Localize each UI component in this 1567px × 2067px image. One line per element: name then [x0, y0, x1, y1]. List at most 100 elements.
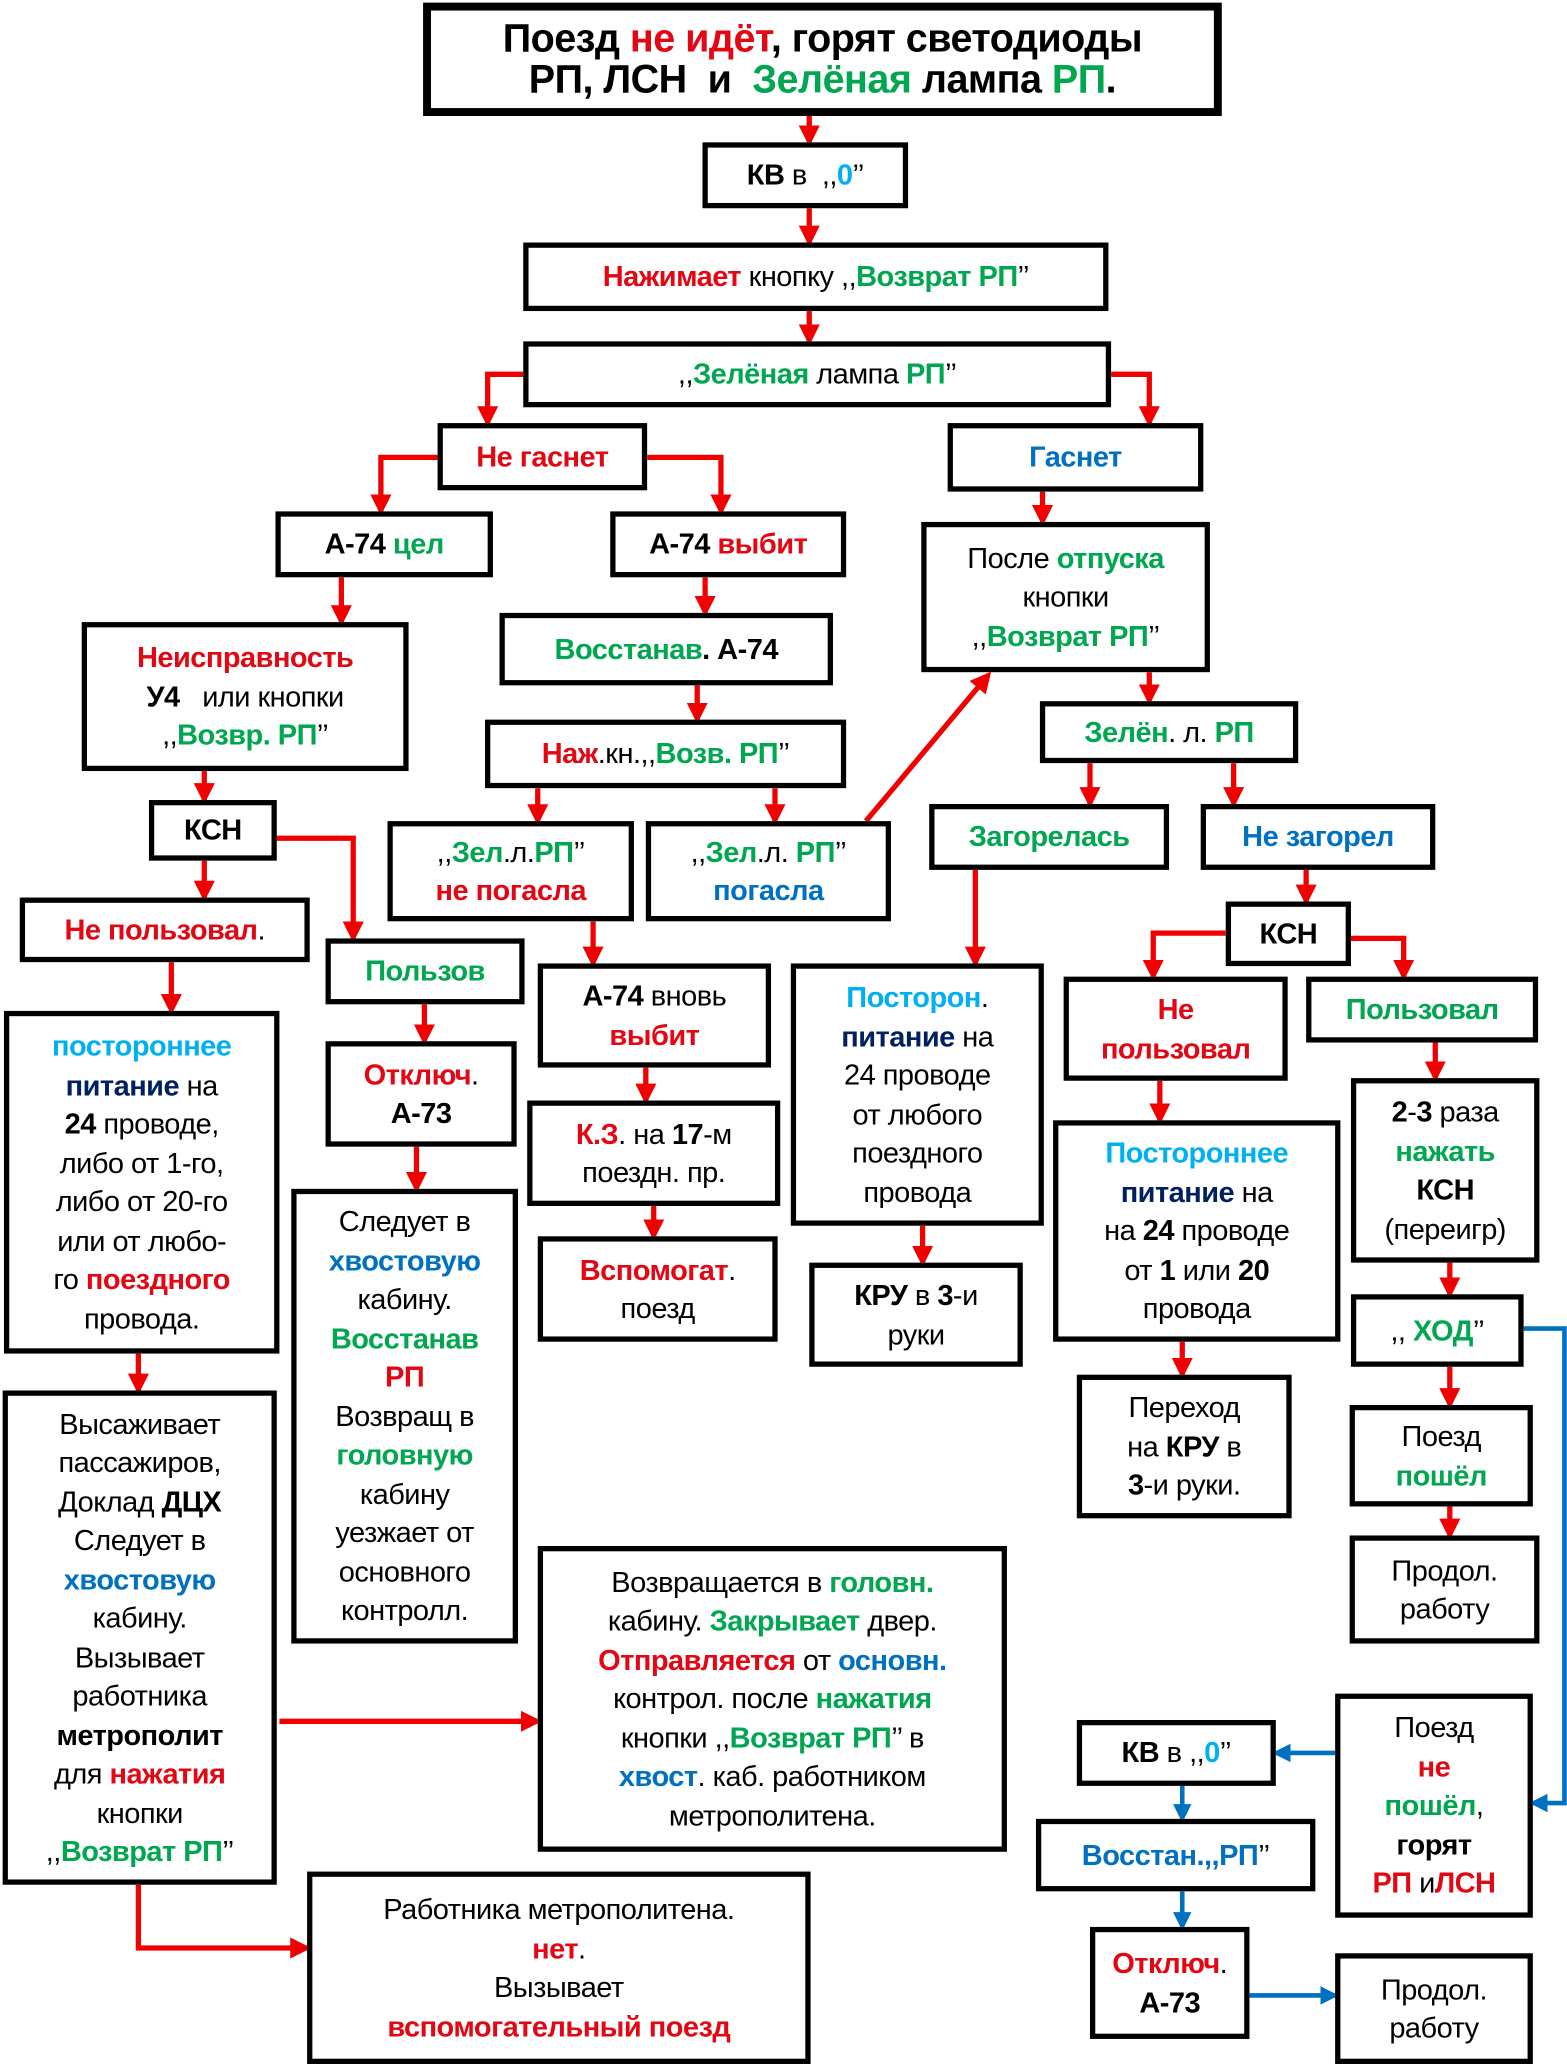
text-segment: ’’ — [778, 737, 790, 771]
text-segment: пользовал — [1100, 1031, 1251, 1065]
node-text-line: на 24 проводе — [1104, 1212, 1290, 1251]
text-segment: . каб. работником — [697, 1759, 927, 1793]
text-segment: . — [728, 1252, 736, 1286]
text-segment: на — [1104, 1214, 1143, 1248]
node-ksn2: КСН — [1225, 901, 1351, 967]
node-pogasla: ,,Зел.л. РП’’погасла — [645, 821, 891, 922]
text-segment: К.З — [575, 1117, 619, 1150]
node-vozvr: Возвращается в головн.кабину. Закрывает … — [537, 1546, 1007, 1852]
node-text-line: 24 проводе, — [65, 1104, 220, 1143]
node-text-line: Переход — [1128, 1388, 1240, 1427]
text-segment: Высаживает — [59, 1406, 221, 1440]
node-text-line: метрополит — [56, 1715, 223, 1754]
text-segment: кабину — [359, 1477, 450, 1511]
text-segment: Возврат РП — [856, 259, 1018, 293]
text-segment: кнопку ,, — [741, 259, 857, 293]
text-segment: Возвращается в — [611, 1565, 830, 1599]
node-text-line: Посторон. — [846, 978, 989, 1017]
text-segment: головную — [336, 1438, 473, 1472]
node-a74-vybit: А-74 выбит — [610, 511, 847, 578]
node-text-line: руки — [887, 1315, 945, 1354]
text-segment: Отключ — [1112, 1946, 1220, 1980]
text-segment: выбит — [717, 527, 808, 561]
node-text-line: кнопки ,,Возврат РП’’ в — [621, 1718, 925, 1757]
text-segment: в ,, — [784, 158, 838, 192]
node-prodol1: Продол.работу — [1349, 1535, 1540, 1644]
text-segment: провода — [1142, 1291, 1251, 1325]
text-segment: ,, — [436, 834, 453, 868]
text-segment: 24 проводе — [844, 1058, 991, 1092]
node-ne-pogasla: ,,Зел.л.РП’’не погасла — [387, 821, 634, 922]
node-text-line: контролл. — [341, 1591, 469, 1630]
node-text-line: Не — [1157, 990, 1195, 1029]
text-segment: раза — [1431, 1095, 1499, 1129]
node-text-line: от любого — [853, 1095, 983, 1134]
text-segment: цел — [392, 527, 444, 561]
text-segment: ,, — [971, 619, 988, 653]
text-segment: 3 — [1416, 1095, 1432, 1129]
text-segment: Зелёная — [693, 357, 809, 391]
text-segment: контрол. после — [613, 1682, 816, 1716]
text-segment: работника — [72, 1679, 207, 1713]
node-text-line: хвост. каб. работником — [619, 1757, 926, 1796]
text-segment: ,, — [45, 1834, 62, 1868]
node-text-line: К.З. на 17-м — [576, 1114, 732, 1153]
text-segment: ’’ — [573, 834, 585, 868]
connector-arrow — [863, 671, 992, 823]
node-text-line: основного — [339, 1552, 471, 1591]
node-ne-gasnet: Не гаснет — [437, 423, 648, 491]
node-text-line: Восстанав. А-74 — [554, 630, 779, 669]
text-segment: - — [1407, 1095, 1417, 1129]
text-segment: кнопки — [1022, 580, 1109, 614]
node-text-line: ,,Зелёная лампа РП’’ — [678, 355, 957, 394]
text-segment: Возв. РП — [655, 737, 779, 771]
node-text-line: Продол. — [1391, 1551, 1498, 1590]
node-text-line: Вызывает — [75, 1638, 205, 1677]
text-segment: .л. — [502, 834, 535, 868]
text-segment: КРУ — [854, 1278, 908, 1312]
node-ne-polz2: Не пользовал — [1063, 976, 1288, 1081]
node-text-line: уезжает от — [335, 1513, 474, 1552]
text-segment: ’’ — [316, 718, 329, 752]
connector-arrow — [647, 454, 732, 516]
text-segment: КВ — [746, 158, 785, 192]
text-segment: (переигр) — [1384, 1211, 1506, 1245]
node-text-line: А-73 — [391, 1094, 452, 1133]
text-segment: Восстанав — [554, 632, 703, 666]
text-segment: Не — [1157, 992, 1195, 1026]
node-text-line: кабину — [360, 1475, 450, 1514]
text-segment: хвостовую — [63, 1562, 216, 1596]
text-segment: У4 — [146, 679, 181, 713]
text-segment: Работника метрополитена. — [383, 1892, 735, 1926]
node-text-line: КРУ в 3-и — [854, 1276, 978, 1315]
node-text-line: кнопки — [97, 1793, 184, 1832]
connector-arrow — [135, 1884, 312, 1959]
text-segment: -м — [703, 1117, 732, 1150]
text-segment: ,, — [690, 834, 707, 868]
node-ne-polz1: Не пользовал. — [19, 897, 310, 963]
text-segment: в — [1218, 1429, 1242, 1463]
node-polzov: Пользов — [325, 938, 525, 1005]
text-segment: или — [1175, 1253, 1238, 1287]
text-segment: не идёт — [629, 17, 771, 61]
text-segment: не погасла — [435, 873, 586, 907]
node-text-line: Пользов — [365, 952, 485, 991]
node-text-line: питание на — [1120, 1173, 1274, 1212]
node-text-line: Отключ. — [364, 1055, 479, 1094]
text-segment: питание — [1120, 1175, 1235, 1209]
text-segment: РП — [905, 357, 946, 391]
text-segment: Возвращ в — [335, 1399, 474, 1433]
text-segment: поезд — [620, 1291, 696, 1325]
text-segment: 17 — [671, 1117, 704, 1150]
node-text-line: пошёл, — [1385, 1786, 1484, 1825]
text-segment: Зелёная — [752, 57, 912, 102]
node-text-line: Поезд не идёт, горят светодиоды — [503, 17, 1143, 61]
node-lamp: ,,Зелёная лампа РП’’ — [523, 341, 1112, 408]
node-text-line: погасла — [713, 871, 824, 910]
text-segment: хвост — [618, 1759, 698, 1793]
